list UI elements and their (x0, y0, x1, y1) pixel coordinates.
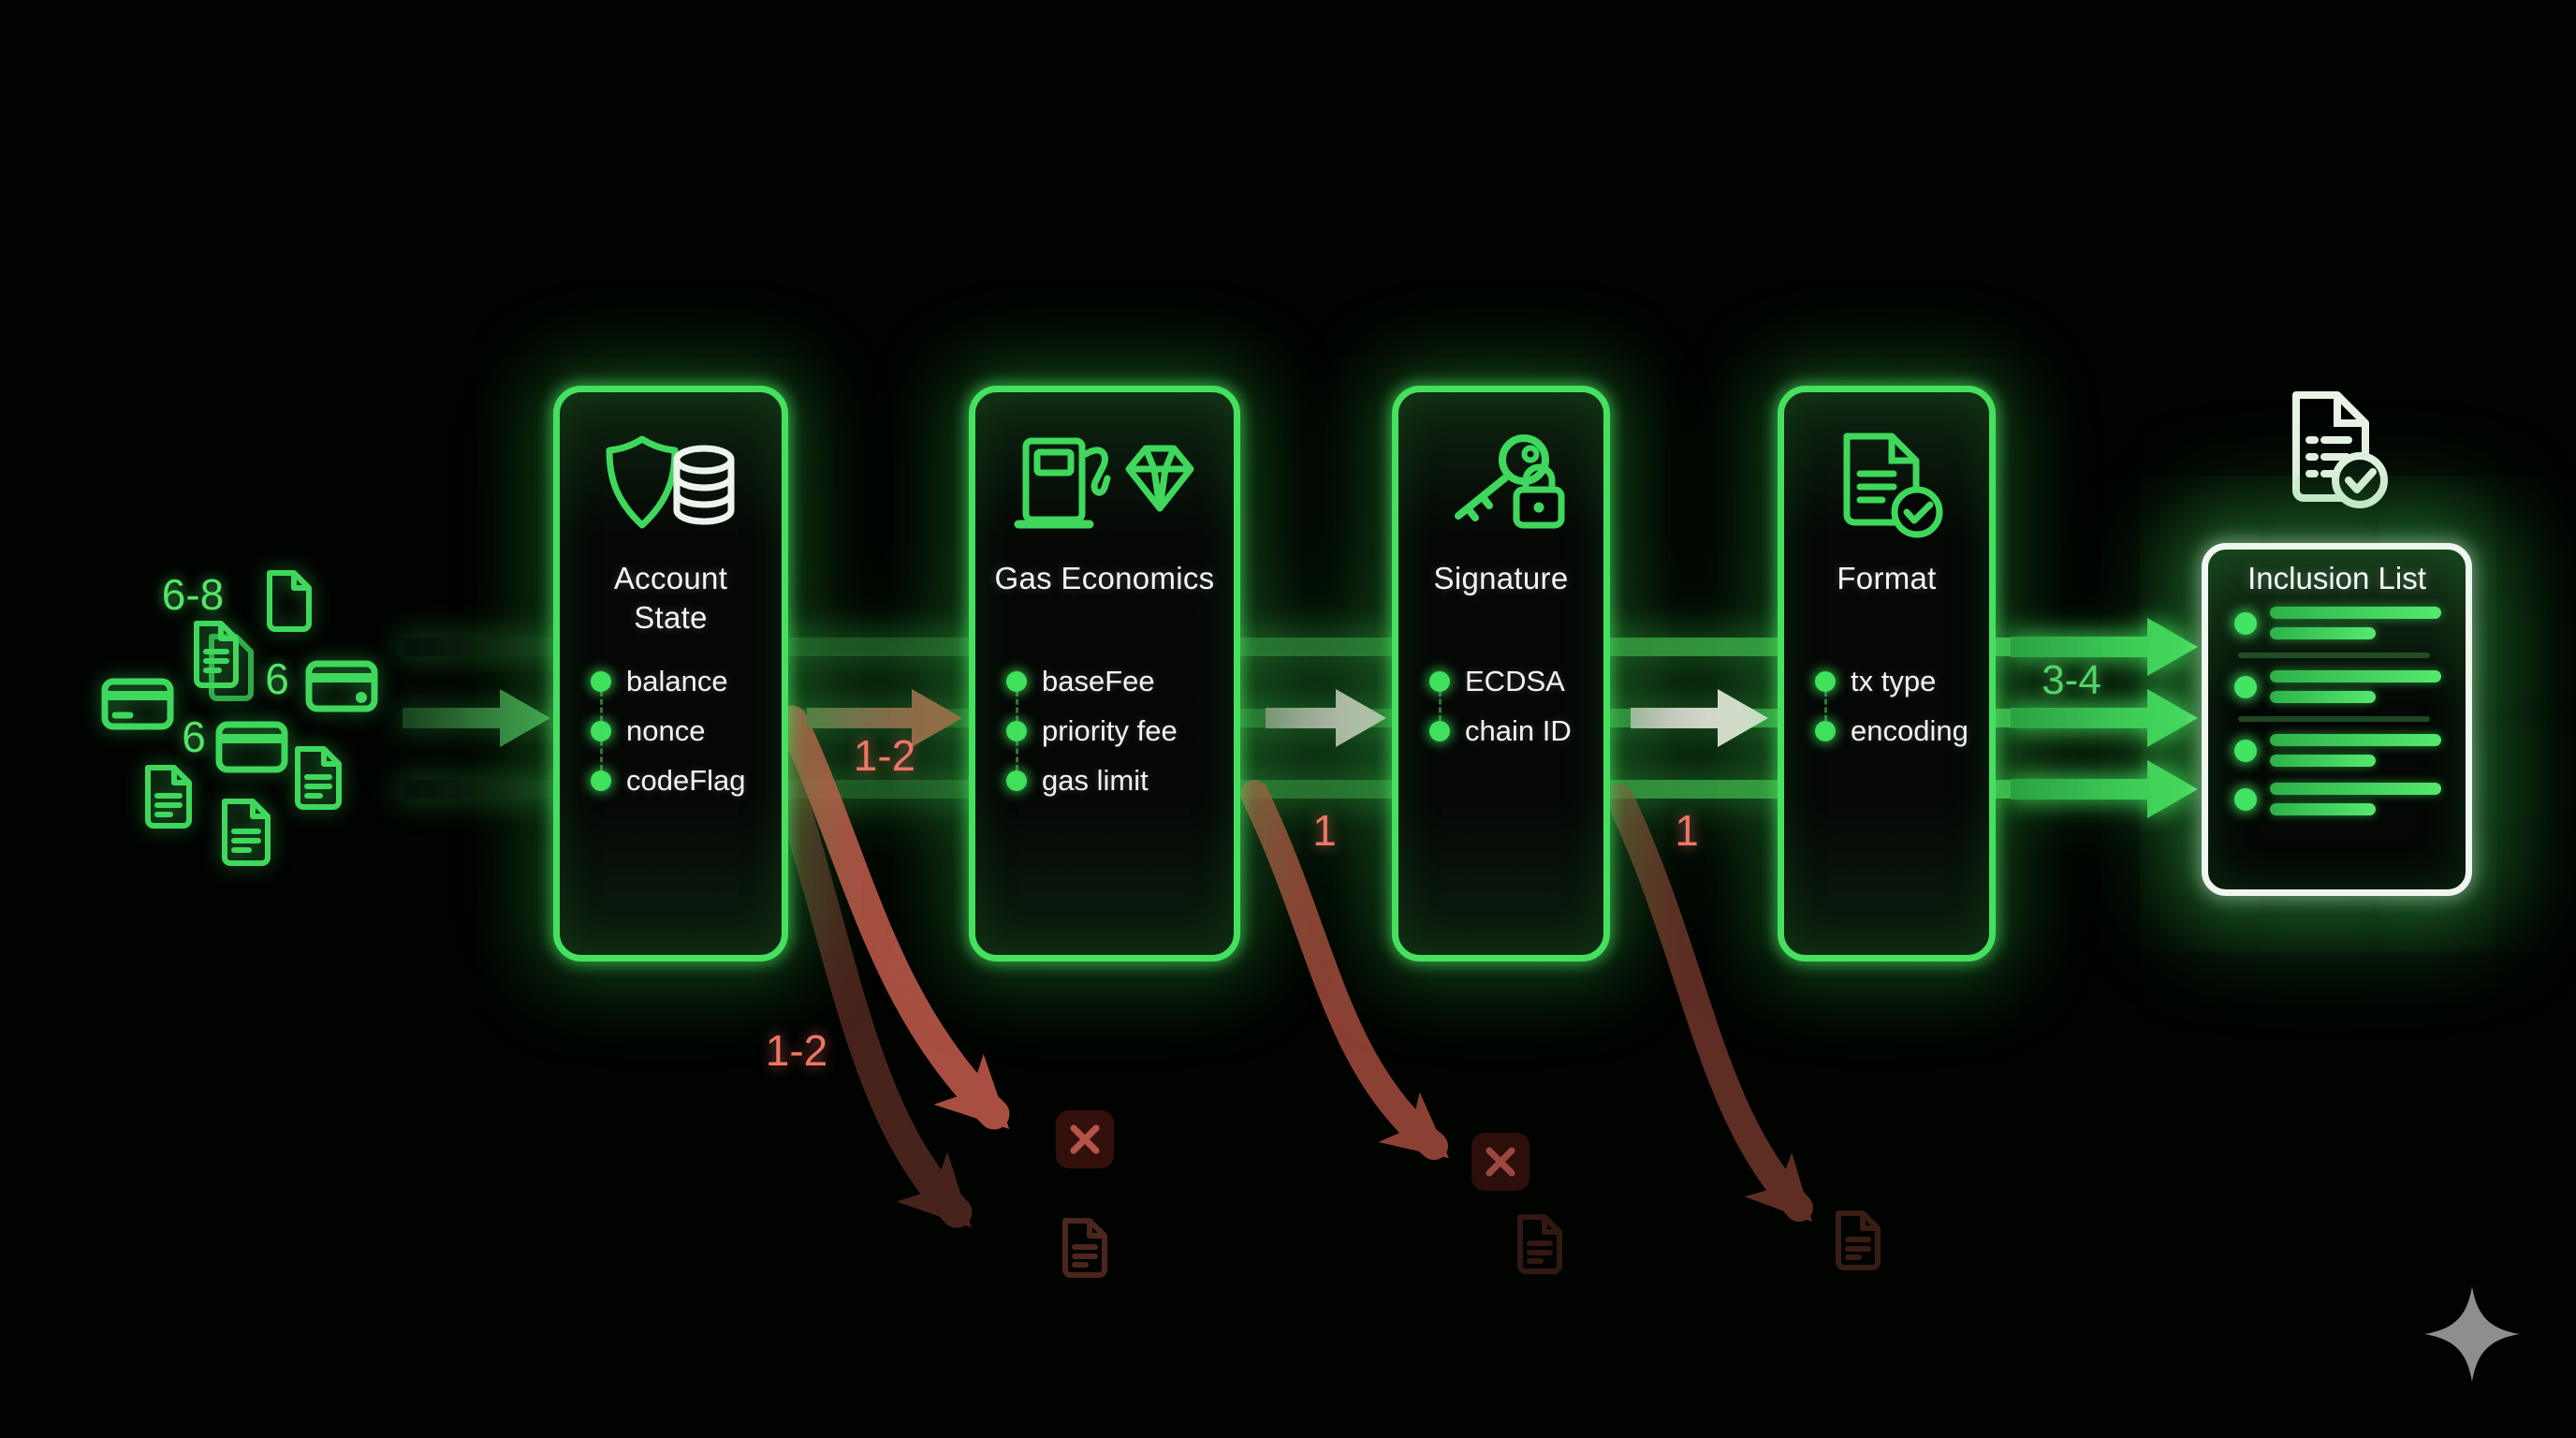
stage-account-state: Account State balance nonce codeFlag (553, 386, 788, 961)
bullet-icon (1815, 670, 1836, 692)
list-item: ECDSA (1429, 656, 1598, 706)
reject-curve-account-1 (776, 705, 1010, 1130)
arrow-account-to-gas (807, 689, 962, 747)
doc-lines-icon (295, 746, 342, 810)
doc-stack-icon (194, 621, 254, 701)
rejected-doc-icon (1517, 1214, 1562, 1274)
item-connector (599, 691, 603, 770)
pipeline-lane-top (402, 638, 2181, 656)
list-item: baseFee (1006, 656, 1228, 706)
stage-gas-economics: Gas Economics baseFee priority fee gas l… (969, 386, 1240, 961)
divider (2238, 653, 2430, 658)
bullet-icon (591, 770, 611, 791)
stage-items: balance nonce codeFlag (591, 656, 776, 805)
divider (2238, 716, 2430, 722)
list-item (2234, 783, 2441, 815)
reject-count-label: 1 (1312, 806, 1337, 855)
stage-title: Format (1837, 561, 1937, 595)
bullet-icon (1429, 720, 1450, 741)
stage-items: ECDSA chain ID (1429, 656, 1598, 756)
list-item: chain ID (1429, 706, 1598, 756)
list-item: priority fee (1006, 706, 1228, 756)
stage-title: Account State (613, 561, 728, 635)
rejected-doc-icon (1062, 1218, 1107, 1278)
arrow-gas-to-signature (1266, 689, 1386, 747)
four-point-star-icon (2424, 1286, 2520, 1382)
bullet-icon (1429, 670, 1450, 692)
doc-lines-icon (145, 765, 192, 829)
bullet-icon (2234, 787, 2257, 811)
reject-curve-account-2 (750, 707, 973, 1228)
stage-title: Signature (1433, 561, 1569, 595)
list-item: gas limit (1006, 756, 1228, 805)
key-lock-icon (1398, 426, 1603, 540)
doc-icon (267, 570, 312, 632)
text-bar (2270, 803, 2377, 815)
bullet-icon (1006, 770, 1027, 791)
rejected-doc-icon (1836, 1211, 1881, 1270)
arrow-into-account-state (402, 689, 550, 747)
shield-database-icon (560, 426, 782, 540)
reject-curve-gas (1240, 780, 1449, 1160)
stage-format: Format tx type encoding (1778, 386, 1996, 961)
doc-lines-icon (222, 799, 271, 866)
card-icon (215, 721, 288, 773)
mempool-count-label: 6 (265, 654, 289, 703)
inclusion-list-box: Inclusion List (2202, 543, 2472, 896)
inclusion-list-rows (2234, 607, 2441, 831)
arrow-signature-to-format (1631, 689, 1768, 747)
bullet-icon (2234, 739, 2257, 762)
reject-count-label: 1 (1675, 806, 1699, 855)
rejected-x-icon (1471, 1133, 1530, 1191)
list-item: encoding (1815, 706, 1983, 756)
card-icon (305, 660, 378, 712)
rejected-x-icon (1056, 1110, 1114, 1168)
item-connector (1015, 691, 1018, 770)
text-bar (2270, 670, 2441, 682)
list-item (2234, 734, 2441, 767)
list-item (2234, 607, 2441, 639)
mempool-count-label: 6-8 (161, 570, 225, 619)
list-item: balance (591, 656, 776, 706)
reject-count-label: 1-2 (765, 1026, 828, 1075)
arrow-format-to-inclusion-middle (2011, 689, 2198, 747)
reject-curve-signature (1605, 784, 1813, 1223)
text-bar (2270, 755, 2377, 767)
text-bar (2270, 783, 2441, 795)
fuel-pump-diamond-icon (975, 426, 1234, 540)
card-icon (101, 678, 174, 730)
bullet-icon (1006, 670, 1027, 692)
bullet-icon (1815, 720, 1836, 741)
checklist-check-icon (2292, 391, 2388, 508)
list-item (2234, 670, 2441, 703)
stage-items: tx type encoding (1815, 656, 1983, 756)
arrow-format-to-inclusion-top (2011, 618, 2198, 676)
stage-items: baseFee priority fee gas limit (1006, 656, 1228, 805)
list-item: nonce (591, 706, 776, 756)
text-bar (2270, 691, 2377, 703)
text-bar (2270, 627, 2377, 639)
bullet-icon (2234, 611, 2257, 635)
text-bar (2270, 734, 2441, 746)
bullet-icon (591, 670, 611, 692)
list-item: codeFlag (591, 756, 776, 805)
arrow-format-to-inclusion-bottom (2011, 760, 2198, 818)
item-connector (1823, 691, 1827, 721)
text-bar (2270, 607, 2441, 619)
accept-count-label: 3-4 (2042, 657, 2101, 703)
inclusion-list-title: Inclusion List (2247, 561, 2426, 595)
pipeline-lane-bottom (402, 780, 2181, 799)
list-item: tx type (1815, 656, 1983, 706)
bullet-icon (2234, 675, 2257, 698)
item-connector (1438, 691, 1442, 721)
document-check-icon (1784, 426, 1989, 540)
stage-signature: Signature ECDSA chain ID (1392, 386, 1610, 961)
mempool-count-label: 6 (182, 712, 206, 761)
stage-title: Gas Economics (994, 561, 1215, 595)
reject-count-label: 1-2 (853, 731, 916, 780)
